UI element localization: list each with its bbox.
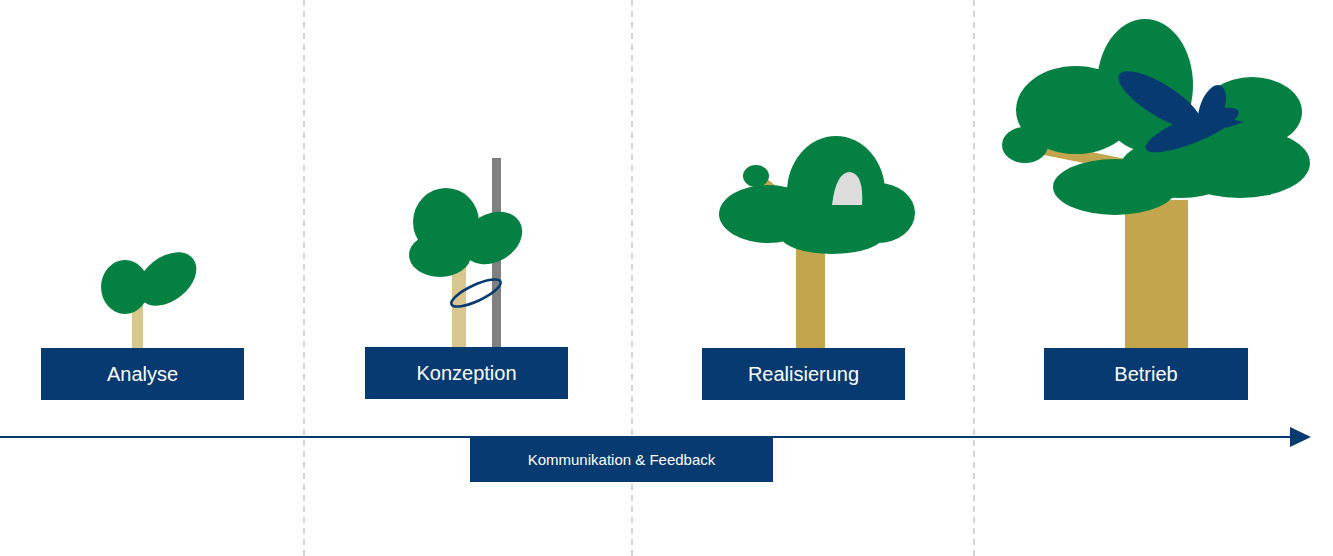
phase-box: Realisierung <box>702 348 905 400</box>
phase-box: Konzeption <box>365 347 568 399</box>
phase-label: Realisierung <box>748 362 859 386</box>
young-plant <box>409 158 532 348</box>
seedling <box>101 241 207 348</box>
feedback-box: Kommunikation & Feedback <box>470 437 773 482</box>
phase-label: Betrieb <box>1114 362 1177 386</box>
phase-label: Kommunikation & Feedback <box>528 451 716 469</box>
big-tree <box>1002 19 1310 348</box>
phase-divider <box>304 0 974 556</box>
phase-label: Konzeption <box>416 361 516 385</box>
small-tree <box>719 136 915 348</box>
phase-label: Analyse <box>107 362 178 386</box>
phase-box: Betrieb <box>1044 348 1248 400</box>
phase-box: Analyse <box>41 348 244 400</box>
bird <box>1111 61 1244 161</box>
